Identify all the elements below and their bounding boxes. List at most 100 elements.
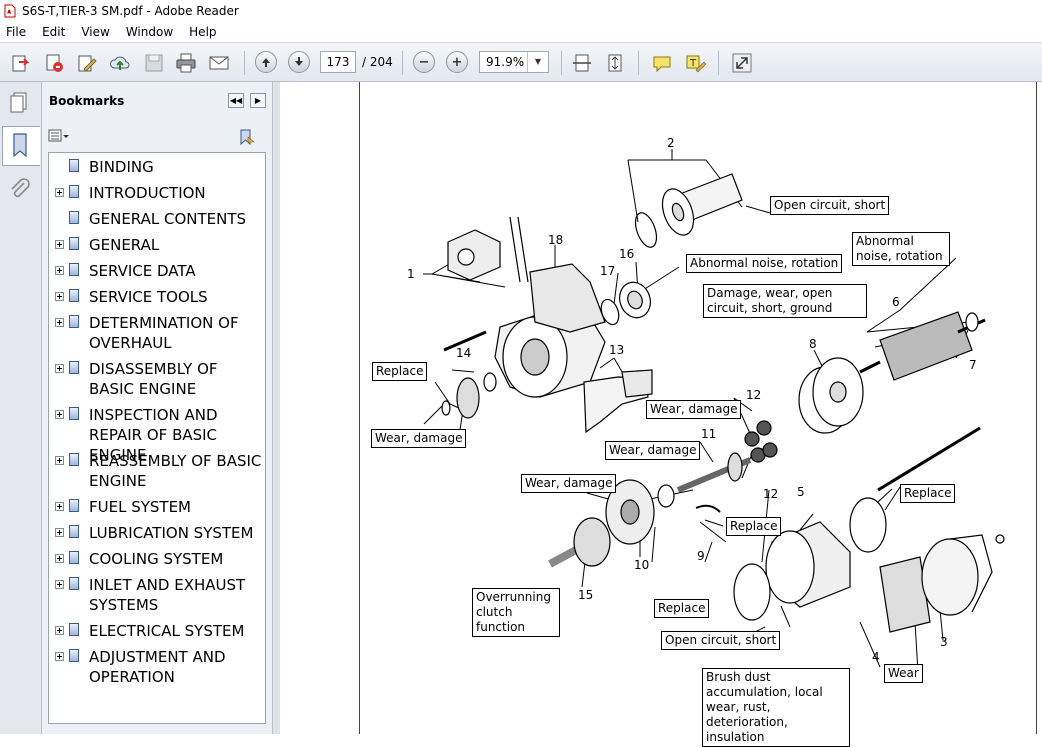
- bookmark-icon: [69, 237, 79, 250]
- save-icon[interactable]: [143, 52, 165, 74]
- expand-icon[interactable]: [55, 410, 64, 419]
- bookmark-label: INTRODUCTION: [89, 184, 206, 202]
- comment-icon[interactable]: [651, 52, 673, 74]
- callout-wear-damage-clutch: Wear, damage: [521, 474, 617, 493]
- expand-icon[interactable]: [55, 292, 64, 301]
- part-number-1: 1: [407, 267, 415, 281]
- starter-exploded-diagram: [423, 149, 1005, 673]
- bookmark-label: FUEL SYSTEM: [89, 498, 191, 516]
- part-number-13: 13: [609, 343, 625, 357]
- bookmark-label: LUBRICATION SYSTEM: [89, 524, 254, 542]
- part-number-12-bottom: 12: [763, 487, 779, 501]
- fit-page-icon[interactable]: [604, 52, 626, 74]
- export-pdf-icon[interactable]: [43, 52, 65, 74]
- menu-file[interactable]: File: [6, 25, 27, 39]
- bookmark-icon: [69, 159, 79, 172]
- toolbar-separator: [718, 51, 719, 75]
- page-number-input[interactable]: 173: [320, 51, 356, 73]
- part-number-18: 18: [548, 233, 564, 247]
- part-number-5: 5: [797, 485, 805, 499]
- callout-replace-snap-ring: Replace: [372, 362, 428, 381]
- svg-text:T: T: [689, 58, 697, 69]
- bookmark-label: DETERMINATION OF OVERHAUL: [89, 314, 239, 352]
- expand-icon[interactable]: [55, 626, 64, 635]
- zoom-in-button[interactable]: +: [446, 51, 468, 73]
- collapse-panel-icon[interactable]: ◀◀: [228, 93, 244, 108]
- part-number-10: 10: [634, 558, 650, 572]
- callout-brush-dust: Brush dust accumulation, local wear, rus…: [702, 668, 850, 747]
- callout-damage-wear-open-circuit: Damage, wear, open circuit, short, groun…: [703, 284, 867, 318]
- expand-icon[interactable]: [55, 554, 64, 563]
- pdf-page: Open circuit, short Abnormal noise, rota…: [359, 82, 1037, 747]
- toolbar-separator: [402, 51, 403, 75]
- bookmark-label: DISASSEMBLY OF BASIC ENGINE: [89, 360, 218, 398]
- toolbar-separator: [244, 51, 245, 75]
- expand-icon[interactable]: [55, 652, 64, 661]
- expand-icon[interactable]: [55, 364, 64, 373]
- bookmark-icon: [69, 525, 79, 538]
- previous-page-icon[interactable]: [255, 51, 277, 73]
- callout-abnormal-noise-rotation: Abnormal noise, rotation: [852, 232, 950, 266]
- fit-width-icon[interactable]: [571, 52, 593, 74]
- callout-abnormal-noise: Abnormal noise, rotation: [686, 254, 843, 273]
- expand-bookmark-icon[interactable]: [238, 128, 258, 150]
- callout-open-circuit-short-yoke: Open circuit, short: [661, 631, 781, 650]
- callout-wear: Wear: [884, 664, 923, 683]
- part-number-8: 8: [809, 337, 817, 351]
- expand-icon[interactable]: [55, 580, 64, 589]
- bookmark-icon: [69, 315, 79, 328]
- bookmark-options-icon[interactable]: [48, 128, 72, 148]
- bookmark-icon: [69, 577, 79, 590]
- expand-icon[interactable]: [55, 502, 64, 511]
- bookmark-label: INSPECTION AND REPAIR OF BASIC ENGINE: [89, 406, 218, 464]
- bookmark-label: INLET AND EXHAUST SYSTEMS: [89, 576, 246, 614]
- highlight-text-icon[interactable]: T: [684, 52, 707, 74]
- part-number-6: 6: [892, 295, 900, 309]
- next-page-icon[interactable]: [288, 51, 310, 73]
- email-icon[interactable]: [208, 52, 230, 74]
- panel-splitter[interactable]: [272, 82, 280, 734]
- expand-icon[interactable]: [55, 266, 64, 275]
- callout-wear-damage-gears: Wear, damage: [646, 400, 742, 419]
- expand-icon[interactable]: [55, 240, 64, 249]
- part-number-12-top: 12: [746, 388, 762, 402]
- create-pdf-icon[interactable]: [10, 52, 32, 74]
- toolbar-separator: [561, 51, 562, 75]
- part-number-11: 11: [701, 427, 717, 441]
- title-bar: S6S-T,TIER-3 SM.pdf - Adobe Reader: [0, 0, 1042, 22]
- bookmarks-tab-icon[interactable]: [2, 126, 40, 166]
- page-total: / 204: [362, 55, 393, 69]
- zoom-out-button[interactable]: −: [413, 51, 435, 73]
- menu-help[interactable]: Help: [189, 25, 217, 39]
- bookmark-label: REASSEMBLY OF BASIC ENGINE: [89, 452, 262, 490]
- menu-edit[interactable]: Edit: [42, 25, 66, 39]
- menu-bar: File Edit View Window Help: [0, 22, 1042, 42]
- expand-icon[interactable]: [55, 318, 64, 327]
- pdf-file-icon: [4, 4, 16, 18]
- bookmark-icon: [69, 289, 79, 302]
- expand-panel-icon[interactable]: ▶: [250, 93, 266, 108]
- expand-icon[interactable]: [55, 456, 64, 465]
- bookmark-icon: [69, 263, 79, 276]
- edit-pdf-icon[interactable]: [76, 52, 98, 74]
- bookmark-label: SERVICE DATA: [89, 262, 196, 280]
- expand-icon[interactable]: [55, 188, 64, 197]
- bookmark-label: GENERAL: [89, 236, 160, 254]
- part-number-17: 17: [600, 264, 616, 278]
- menu-window[interactable]: Window: [125, 25, 174, 39]
- page-thumbnails-icon[interactable]: [8, 90, 32, 118]
- callout-replace-o-ring-right: Replace: [900, 484, 956, 503]
- toolbar-separator: [638, 51, 639, 75]
- menu-view[interactable]: View: [81, 25, 110, 39]
- callout-open-circuit-short: Open circuit, short: [770, 196, 890, 215]
- print-icon[interactable]: [175, 52, 197, 74]
- cloud-upload-icon[interactable]: [109, 52, 131, 74]
- attachments-icon[interactable]: [8, 178, 32, 206]
- full-screen-icon[interactable]: [731, 52, 753, 74]
- chevron-down-icon[interactable]: ▼: [527, 52, 548, 72]
- zoom-select[interactable]: 91.9% ▼: [479, 51, 549, 73]
- expand-icon[interactable]: [55, 528, 64, 537]
- bookmark-label: BINDING: [89, 158, 154, 176]
- callout-wear-damage-pinion: Wear, damage: [371, 429, 467, 448]
